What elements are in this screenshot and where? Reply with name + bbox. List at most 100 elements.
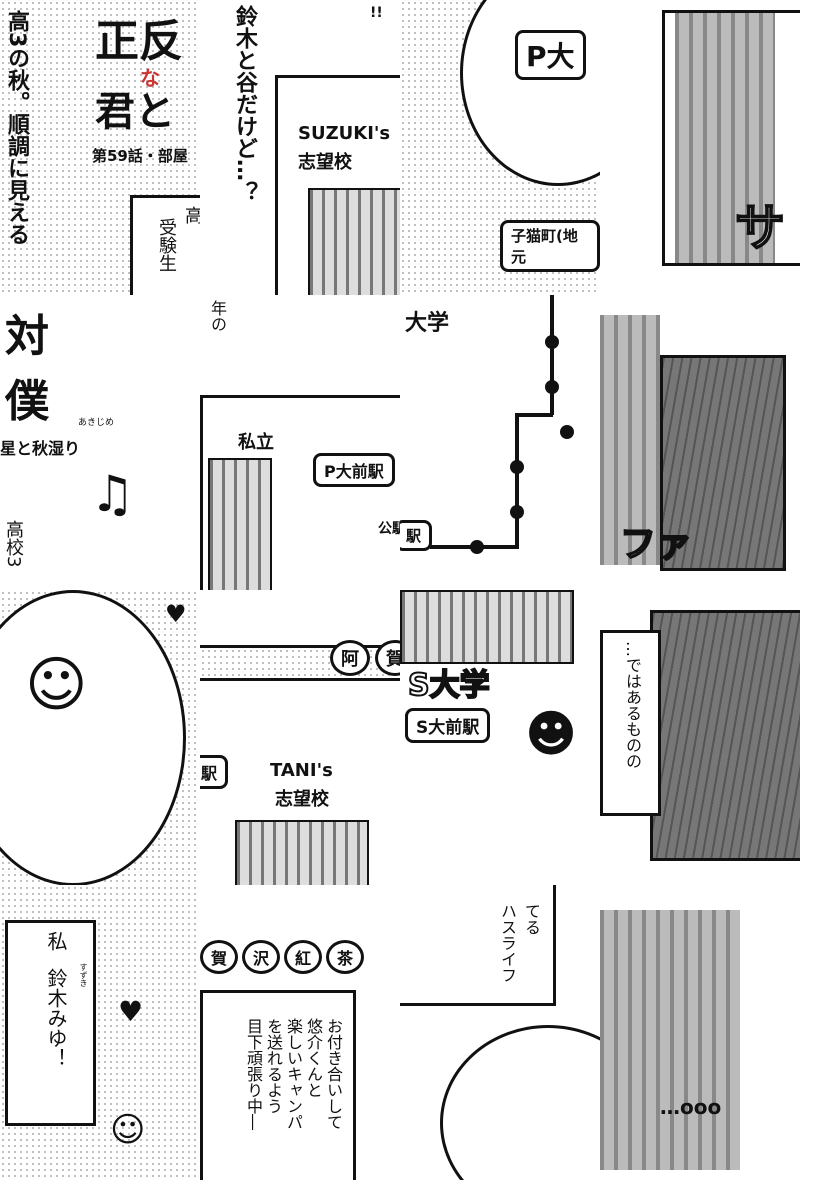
building [308, 188, 400, 295]
cloud [0, 590, 186, 885]
station-stop [510, 460, 524, 474]
sign-tani: TANI's [270, 760, 333, 781]
logo-bottom: 君と [95, 88, 175, 135]
sign-station: P大前駅 [313, 453, 395, 487]
ruby: あきじめ [78, 418, 115, 428]
station-stop [545, 380, 559, 394]
logo-na: な [140, 66, 160, 90]
sfx: ファ [619, 523, 693, 566]
caption-box: 高 受験生 [130, 195, 200, 295]
caption: 年の [208, 300, 227, 332]
caption-text: ハスライフ [498, 903, 517, 983]
panel: SUZUKI's 志望校 [275, 75, 400, 295]
tile-suzuki-school: !! 鈴木と谷だけど…？ SUZUKI's 志望校 [200, 0, 400, 295]
caption-text: 私 [44, 931, 68, 951]
tile-curtain-2: …ooo [600, 885, 800, 1180]
tile-tani-school: 阿 賀 駅 TANI's 志望校 [200, 590, 400, 885]
caption-text: 高 [182, 206, 200, 224]
sign-station: S大前駅 [405, 708, 491, 743]
caption-box: てる ハスライフ [400, 885, 556, 1006]
station-stop [470, 540, 484, 554]
panel: サ [662, 10, 800, 266]
panel: 私立 P大前駅 公駅 [200, 395, 400, 590]
tile-private-school: 年の 私立 P大前駅 公駅 [200, 295, 400, 590]
window-rain [660, 355, 786, 571]
caption-text: てる [522, 903, 541, 935]
caption-text: 鈴木みゆ！ [44, 968, 68, 1068]
tile-logo-2: 対 僕 あきじめ 星と秋湿り ♫ 高校3 [0, 295, 200, 590]
subtitle: 星と秋湿り [0, 439, 81, 458]
sign-goal: 志望校 [275, 789, 329, 810]
sign-goal: 志望校 [298, 152, 352, 173]
building [208, 458, 272, 590]
drink-char: 紅 [284, 940, 323, 974]
tile-girl: ☺ ♥ [0, 590, 200, 885]
caption: 高校3 [3, 520, 24, 568]
building [400, 590, 574, 664]
caption-line: 楽しいキャンパ [284, 1018, 303, 1130]
smiley-icon: ☺ [110, 1110, 146, 1150]
station-stop [545, 335, 559, 349]
rail-line [515, 413, 519, 548]
caption-text: お付き合いして悠介くんと楽しいキャンパを送れるよう目下頑張り中― [243, 1018, 343, 1130]
heart-icon: ♥ [118, 995, 144, 1028]
caption: 鈴木と谷だけど…？ [232, 5, 257, 203]
tile-window-rain: ファ [600, 295, 800, 590]
window-rain [650, 610, 800, 861]
sign-station: 駅 [200, 755, 229, 789]
tile-window-caption: …ではあるものの [600, 590, 800, 885]
boy-character-icon: ☻ [525, 705, 578, 763]
tile-campus-caption: てる ハスライフ [400, 885, 600, 1180]
drink-char: 茶 [326, 940, 365, 974]
caption-box: 私 鈴木みゆ！ すずき [5, 920, 96, 1126]
building [235, 820, 369, 885]
drink-banner [200, 645, 400, 681]
chapter-title: 第59話・部屋 [92, 147, 188, 165]
sign-private: 私立 [238, 432, 274, 453]
rail-line [515, 413, 553, 417]
caption-box: …ではあるものの [600, 630, 661, 816]
curtain [600, 910, 740, 1170]
cloud [460, 0, 600, 186]
tile-suzuki-intro: 私 鈴木みゆ！ すずき ♥ ☺ [0, 885, 200, 1180]
heart-icon: ♥ [165, 600, 187, 628]
drink-char: 賀 [200, 940, 239, 974]
sfx: サ [734, 198, 786, 258]
tile-route-map: 大学 駅 [400, 295, 600, 590]
sign-station: 駅 [400, 520, 433, 551]
school-label: S大学 [407, 667, 491, 704]
exclaim: !! [370, 5, 383, 21]
station-stop [560, 425, 574, 439]
drink-char: 阿 [330, 640, 370, 676]
ruby: すずき [79, 963, 88, 987]
sign-station: 子猫町(地元 [500, 220, 600, 272]
caption-line: 悠介くんと [304, 1018, 323, 1098]
sign-suzuki: SUZUKI's [298, 123, 391, 144]
caption-line: お付き合いして [324, 1018, 343, 1130]
tile-curtain: サ [600, 0, 800, 295]
drink-char: 賀 [375, 640, 400, 676]
music-note-icon: ♫ [90, 465, 135, 523]
drink-char: 沢 [242, 940, 281, 974]
sign-p-univ: P大 [515, 30, 586, 80]
tile-campus-life: 賀 沢 紅 茶 お付き合いして悠介くんと楽しいキャンパを送れるよう目下頑張り中― [200, 885, 400, 1180]
caption-line: を送れるよう [264, 1018, 283, 1114]
caption-text: 受験生 [156, 218, 177, 272]
cloud [440, 1025, 600, 1180]
station-label: 公駅 [378, 521, 400, 537]
tile-s-university: S大学 S大前駅 ☻ [400, 590, 600, 885]
tagline: 高3の秋。順調に見える [4, 10, 29, 246]
station-stop [510, 505, 524, 519]
drink-banner: 賀 沢 紅 茶 [200, 940, 365, 974]
caption-line: 目下頑張り中― [244, 1018, 263, 1130]
caption-box: お付き合いして悠介くんと楽しいキャンパを送れるよう目下頑張り中― [200, 990, 356, 1180]
rail-line [550, 295, 554, 415]
girl-face-icon: ☺ [25, 650, 88, 720]
curtain [675, 13, 775, 263]
tile-title-page: 高3の秋。順調に見える 正反 な 君と 第59話・部屋 高 受験生 [0, 0, 200, 295]
curtain [600, 315, 660, 565]
caption-text: …ではあるものの [623, 641, 642, 769]
tile-p-university: P大 子猫町(地元 [400, 0, 600, 295]
logo-top: 正反 [95, 16, 183, 67]
logo-b: 僕 [5, 376, 49, 427]
